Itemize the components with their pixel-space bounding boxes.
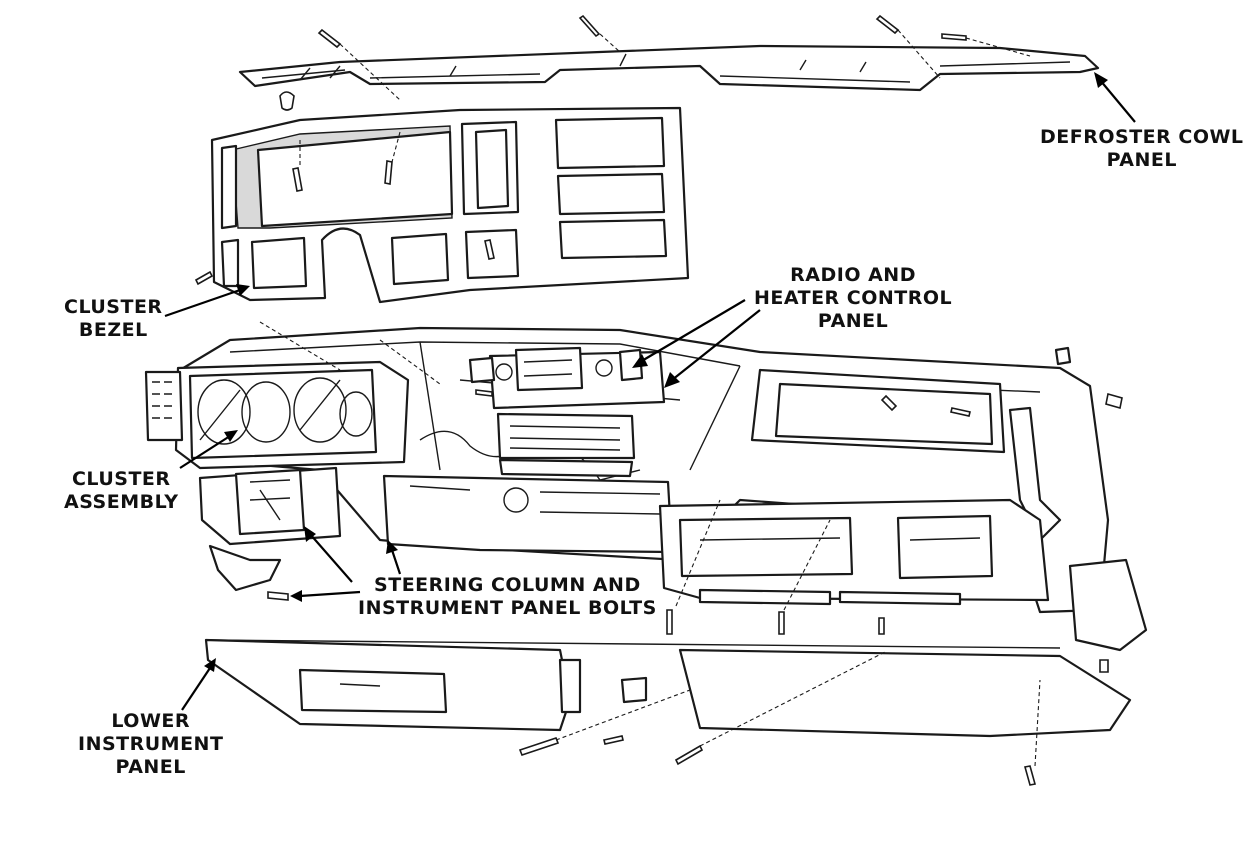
label-line: HEATER CONTROL xyxy=(754,287,953,309)
lower-instrument-panel xyxy=(204,638,1132,738)
label-line: CLUSTER xyxy=(71,468,171,490)
defroster-cowl-panel xyxy=(238,44,1100,111)
label-line: CLUSTER xyxy=(64,296,163,318)
label-line: INSTRUMENT PANEL BOLTS xyxy=(358,597,657,619)
label-line: INSTRUMENT xyxy=(78,733,224,755)
cluster-bezel xyxy=(194,106,690,304)
label-lower-instrument-panel: LOWER INSTRUMENT PANEL xyxy=(78,710,223,779)
loose-screws xyxy=(518,499,1109,786)
label-line: PANEL xyxy=(1106,149,1177,171)
label-line: LOWER xyxy=(111,710,191,732)
radio-unit xyxy=(468,346,666,410)
label-cluster-bezel: CLUSTER BEZEL xyxy=(64,296,163,342)
label-radio-heater-control-panel: RADIO AND HEATER CONTROL PANEL xyxy=(754,264,952,333)
label-line: BEZEL xyxy=(78,319,148,341)
label-line: STEERING COLUMN AND xyxy=(374,574,641,596)
heater-control xyxy=(496,412,636,478)
steering-brackets xyxy=(198,466,674,601)
center-bezel xyxy=(658,498,1148,652)
label-line: RADIO AND xyxy=(790,264,916,286)
label-defroster-cowl-panel: DEFROSTER COWL PANEL xyxy=(1040,126,1244,172)
cluster-assembly xyxy=(144,321,441,470)
label-line: PANEL xyxy=(817,310,889,332)
label-line: PANEL xyxy=(115,756,186,778)
defroster-screws xyxy=(317,14,1031,101)
label-cluster-assembly: CLUSTER ASSEMBLY xyxy=(64,468,179,514)
label-line: ASSEMBLY xyxy=(64,491,179,513)
label-line: DEFROSTER COWL xyxy=(1040,126,1244,148)
leader-lines xyxy=(164,72,1136,711)
label-steering-column-bolts: STEERING COLUMN AND INSTRUMENT PANEL BOL… xyxy=(358,574,657,620)
